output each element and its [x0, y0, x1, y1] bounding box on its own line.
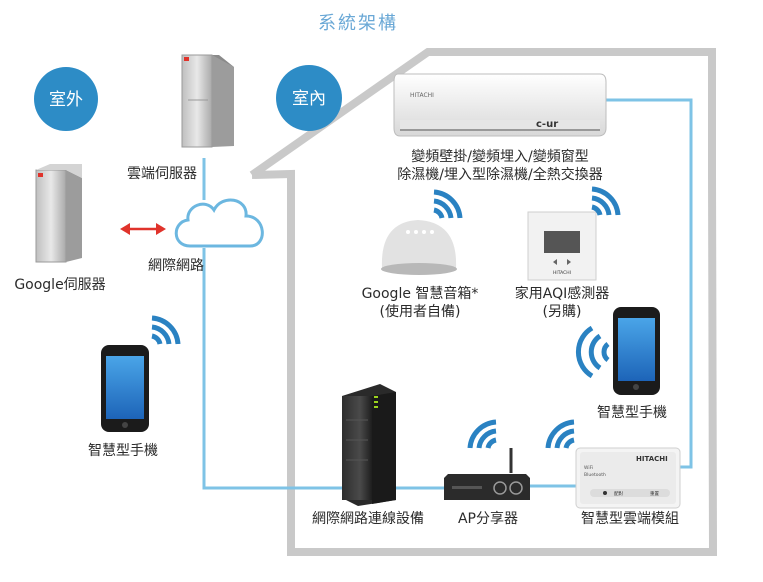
aircon-brand: HITACHI [410, 92, 434, 99]
wifi-icon [151, 315, 181, 345]
cloud-server-label: 雲端伺服器 [127, 166, 197, 182]
outdoor-label: 室外 [49, 90, 83, 110]
indoor-badge: 室內 [276, 65, 342, 131]
air-conditioner-icon: HITACHI c-ur [393, 73, 607, 137]
phone-outdoor-label: 智慧型手機 [88, 443, 158, 459]
module-wifi: WiFi [584, 465, 593, 471]
aircon-label-line2: 除濕機/埋入型除濕機/全熱交換器 [397, 166, 602, 183]
server-icon [181, 54, 234, 148]
network-tower-icon [342, 384, 396, 506]
module-pair: 配對 [614, 490, 623, 497]
module-bluetooth: Bluetooth [584, 472, 606, 478]
cloud-module-label: 智慧型雲端模組 [581, 511, 679, 527]
aircon-label-line1: 變頻壁掛/變頻埋入/變頻窗型 [411, 148, 588, 165]
module-reset: 重置 [650, 490, 659, 497]
google-server-icon [35, 164, 82, 263]
aqi-brand: HITACHI [553, 270, 571, 276]
cloud-icon [174, 198, 264, 248]
google-server-label: Google伺服器 [14, 277, 105, 293]
aqi-label-line2: (另購) [543, 304, 582, 320]
indoor-label: 室內 [292, 89, 326, 109]
google-speaker-label-line1: Google 智慧音箱* [362, 285, 479, 302]
smartphone-icon [613, 307, 660, 395]
cloud-module-icon: HITACHI WiFi Bluetooth 配對 重置 [575, 447, 681, 509]
house-wall [249, 48, 718, 556]
aqi-label-line1: 家用AQI感測器 [515, 285, 609, 302]
phone-indoor-label: 智慧型手機 [597, 405, 667, 421]
wifi-icon [575, 325, 610, 379]
internet-label: 網際網路 [148, 258, 204, 274]
module-brand: HITACHI [636, 455, 668, 463]
router-icon [444, 448, 530, 500]
double-arrow-icon [120, 223, 166, 235]
aircon-logo: c-ur [536, 119, 558, 130]
diagram-title: 系統架構 [318, 13, 398, 34]
smartphone-icon [101, 345, 149, 432]
smart-speaker-icon [381, 220, 457, 275]
network-device-label: 網際網路連線設備 [312, 511, 424, 527]
wifi-icon [591, 186, 621, 216]
wifi-icon [467, 419, 497, 449]
wifi-icon [545, 419, 575, 449]
outdoor-badge: 室外 [34, 67, 98, 131]
aqi-sensor-icon: HITACHI [527, 211, 597, 281]
google-speaker-label-line2: (使用者自備) [380, 303, 461, 320]
wifi-icon [433, 189, 463, 219]
ap-router-label: AP分享器 [458, 510, 518, 527]
